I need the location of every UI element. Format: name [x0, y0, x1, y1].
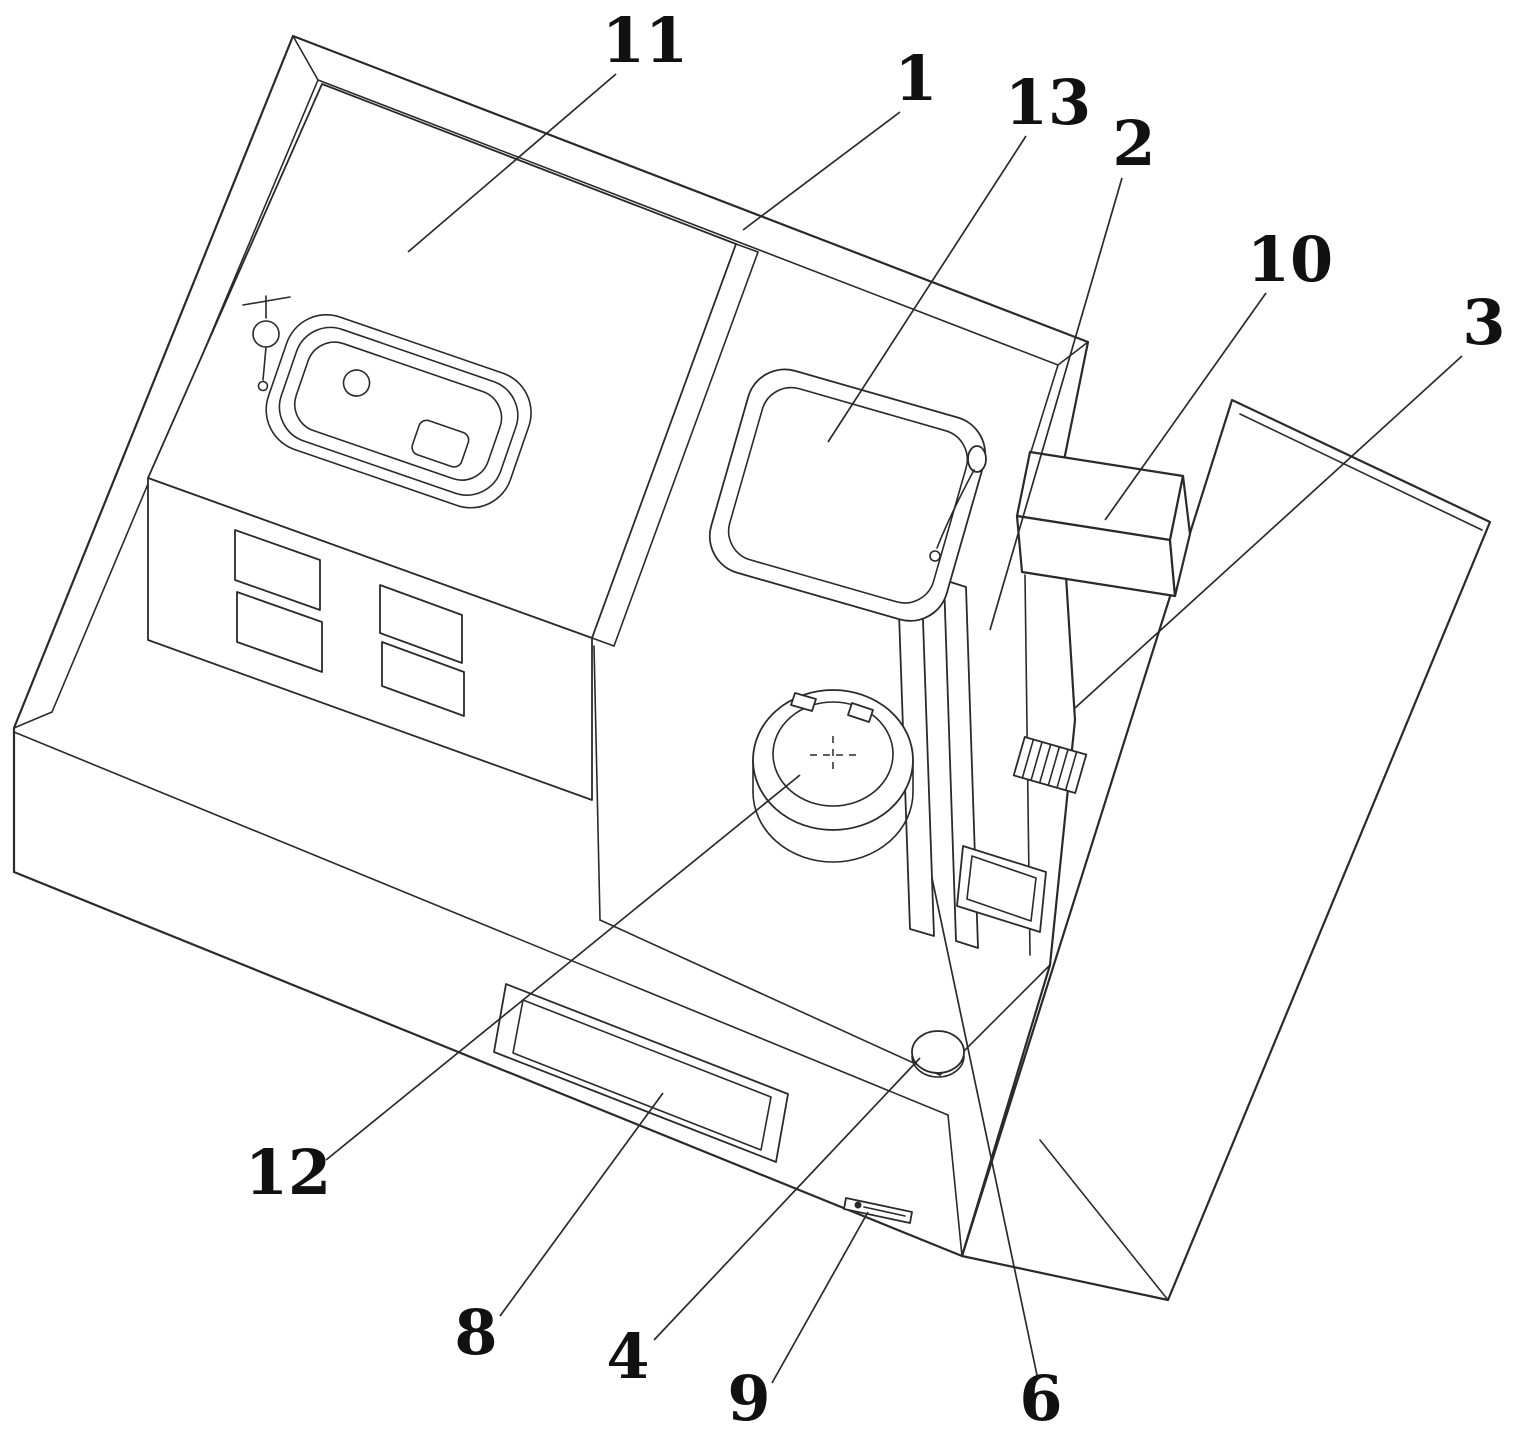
- leader-line-6: [931, 877, 1039, 1381]
- drain-ring: [752, 689, 914, 863]
- access-opening: [493, 983, 789, 1163]
- tub-drain-icon: [342, 369, 371, 397]
- leader-line-13: [827, 135, 1027, 443]
- left-compartment-deck: [147, 83, 759, 647]
- grille-block: [1012, 736, 1088, 794]
- handle: [843, 1197, 913, 1224]
- leader-line-10: [1104, 292, 1267, 521]
- part-label-4: 4: [606, 1320, 649, 1393]
- inner-wall-with-vents: [147, 477, 593, 801]
- square-frame: [956, 845, 1047, 933]
- handle-dot-icon: [854, 1201, 862, 1209]
- part-label-2: 2: [1112, 107, 1155, 180]
- front-wall: [13, 731, 965, 1257]
- part-label-11: 11: [602, 4, 688, 77]
- part-label-12: 12: [245, 1136, 331, 1209]
- floor-drain: [911, 1030, 965, 1078]
- leader-line-11: [407, 73, 617, 253]
- part-label-1: 1: [894, 42, 937, 115]
- leader-line-12: [325, 774, 801, 1161]
- vent-slot: [234, 529, 321, 611]
- leader-line-3: [1074, 355, 1463, 709]
- part-label-8: 8: [454, 1296, 497, 1369]
- leader-line-1: [742, 111, 901, 231]
- left-faucet: [242, 295, 291, 392]
- vent-slot: [236, 591, 323, 673]
- sink-basin: [708, 368, 987, 622]
- part-label-6: 6: [1019, 1362, 1062, 1434]
- part-label-3: 3: [1462, 286, 1505, 359]
- part-label-9: 9: [727, 1362, 770, 1434]
- part-label-13: 13: [1005, 66, 1091, 139]
- leader-line-9: [771, 1211, 869, 1384]
- vent-slot: [381, 641, 465, 717]
- sink-faucet: [929, 445, 987, 562]
- vent-slot: [379, 584, 463, 664]
- external-box: [1015, 450, 1192, 598]
- leader-line-4: [653, 1057, 921, 1341]
- leader-line-8: [499, 1092, 664, 1317]
- side-ramp-panel: [960, 398, 1492, 1302]
- bathtub: [265, 313, 532, 509]
- leader-line-2: [989, 177, 1123, 631]
- part-label-10: 10: [1247, 223, 1333, 296]
